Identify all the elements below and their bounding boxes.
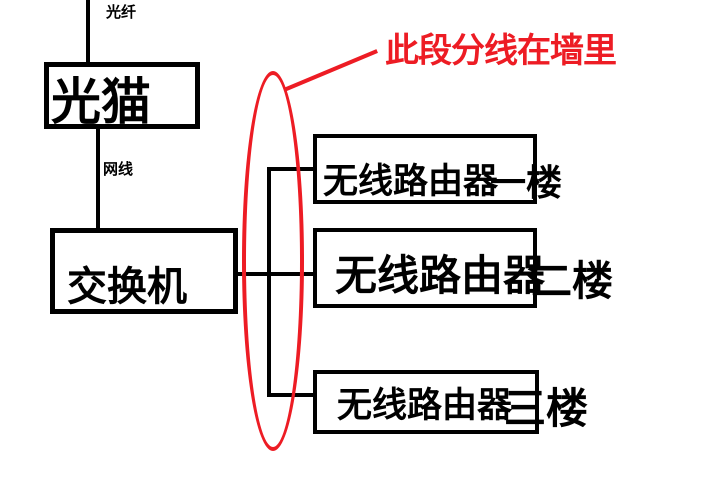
- floor-label-2: 二楼: [531, 257, 613, 305]
- switch-label: 交换机: [67, 264, 187, 310]
- modem-label: 光猫: [51, 73, 151, 131]
- floor-label-1: 一楼: [490, 163, 563, 204]
- fiber-label: 光纤: [106, 3, 137, 21]
- lan-cable-label: 网线: [103, 160, 134, 178]
- wall-section-ellipse: [242, 71, 304, 451]
- floor-label-3: 三楼: [504, 384, 589, 433]
- router-box-floor2: 无线路由器: [313, 228, 545, 308]
- fiber-cable-line: [86, 0, 90, 64]
- switch-box: 交换机: [50, 228, 238, 314]
- router-label: 无线路由器: [337, 386, 513, 426]
- router-label: 无线路由器: [335, 251, 546, 300]
- lan-cable-line: [96, 129, 100, 228]
- router-box-floor3: 无线路由器: [313, 370, 539, 434]
- annotation-text: 此段分线在墙里: [385, 31, 617, 71]
- annotation-leader-line: [283, 49, 378, 92]
- modem-box: 光猫: [44, 62, 200, 129]
- router-box-floor1: 无线路由器: [313, 134, 537, 204]
- router-label: 无线路由器: [323, 162, 499, 202]
